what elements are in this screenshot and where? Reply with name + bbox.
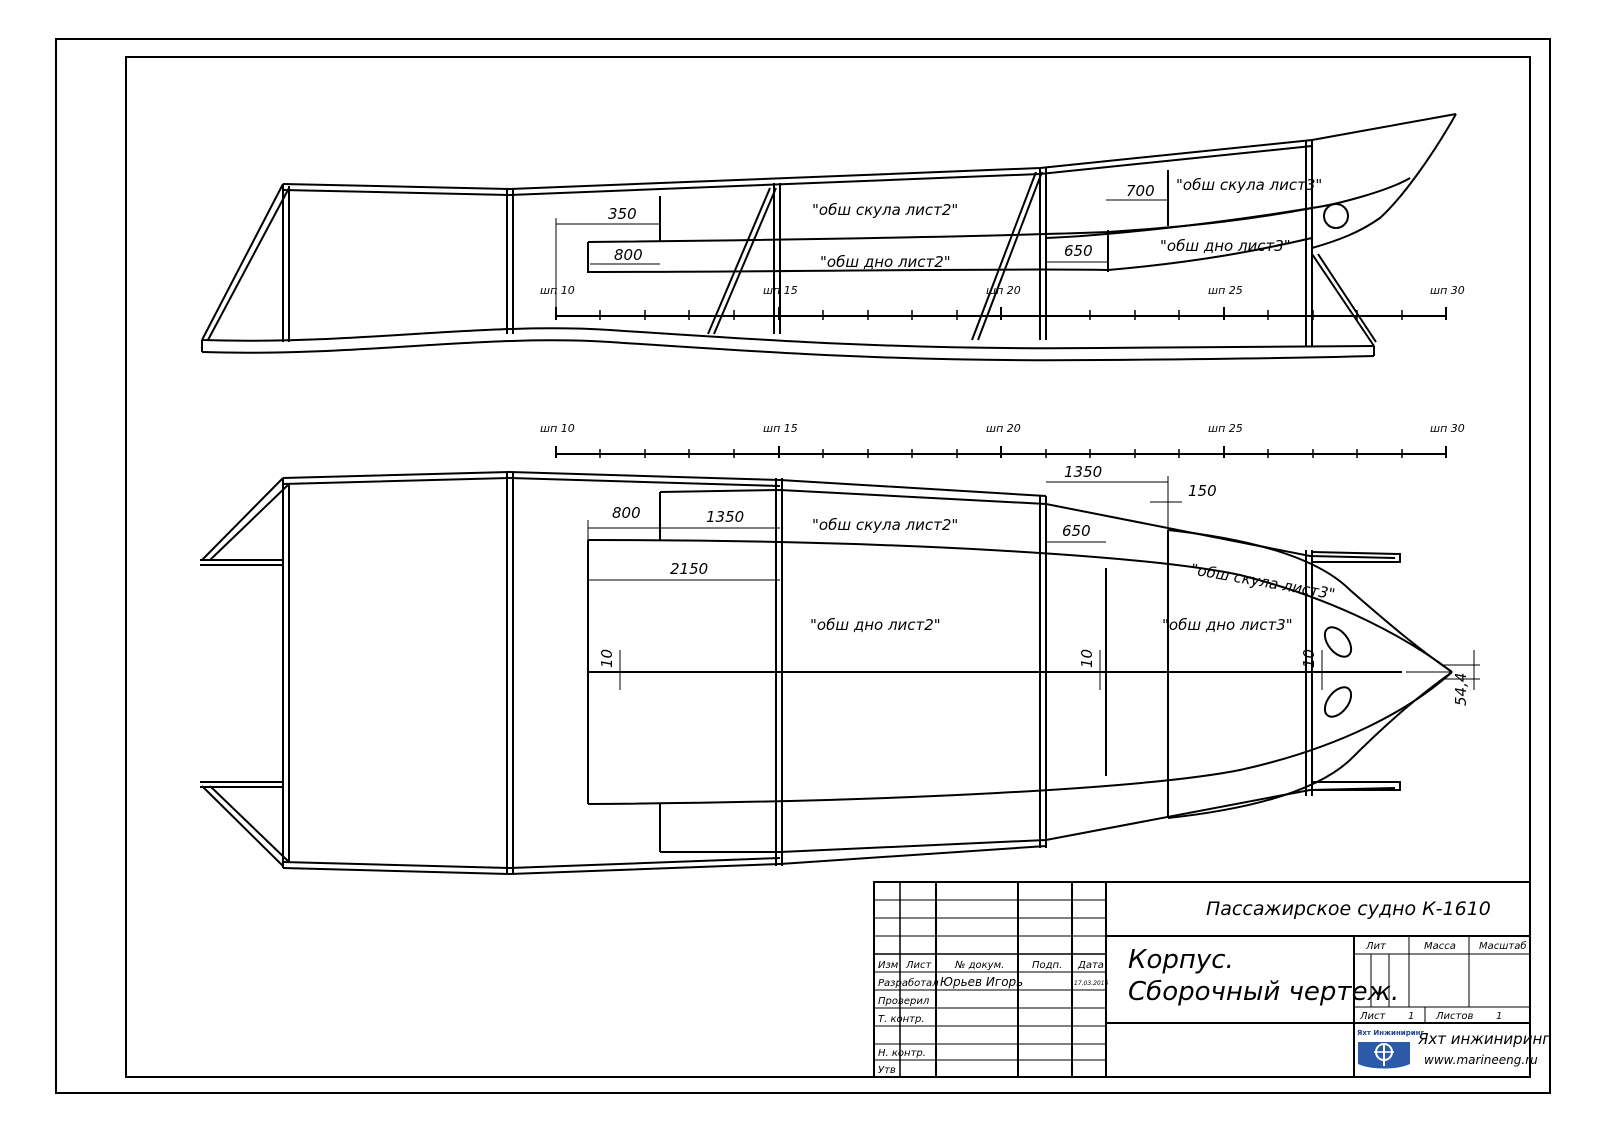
side-station-label: шп 30 (1430, 284, 1465, 297)
plan-view (200, 470, 1480, 876)
side-station-label: шп 10 (540, 284, 575, 297)
drawing-date: 17.03.2016 (1074, 980, 1109, 987)
plan-dim: 10 (1300, 649, 1318, 668)
plan-note: "обш дно лист3" (1162, 616, 1293, 634)
side-dim: 800 (614, 246, 643, 264)
plan-station-scale (555, 446, 1447, 458)
col-header: № докум. (954, 960, 1004, 971)
sheet-value: 1 (1408, 1011, 1414, 1022)
plan-note: "обш дно лист2" (810, 616, 941, 634)
plan-note: "обш скула лист3" (1189, 560, 1336, 603)
plan-dim: 54,4 (1452, 673, 1470, 706)
drawing-title-line1: Корпус. (1128, 945, 1234, 975)
plan-note: "обш скула лист2" (812, 516, 958, 534)
side-dim: 350 (608, 205, 637, 223)
plan-dim: 1350 (1064, 463, 1102, 481)
drawing-title-line2: Сборочный чертеж. (1128, 977, 1399, 1007)
role-label: Н. контр. (878, 1048, 926, 1059)
company-logo (1358, 1042, 1410, 1069)
plan-dim: 150 (1188, 482, 1217, 500)
role-label: Утв (878, 1065, 896, 1076)
scale-label: Масштаб (1479, 940, 1527, 952)
side-station-label: шп 25 (1208, 284, 1243, 297)
side-view (201, 113, 1457, 362)
plan-dim: 10 (598, 649, 616, 668)
col-header: Лист (905, 960, 933, 971)
plan-dim: 10 (1078, 649, 1096, 668)
plan-dim: 1350 (706, 508, 744, 526)
title-block (873, 881, 1531, 1078)
plan-dim: 800 (612, 504, 641, 522)
side-note: "обш скула лист3" (1176, 176, 1322, 194)
title-block-text: Пассажирское судно К-1610 Корпус. Сбороч… (878, 898, 1550, 1076)
project-title: Пассажирское судно К-1610 (1206, 898, 1491, 920)
plan-station-label: шп 15 (763, 422, 798, 435)
developer-name: Юрьев Игорь (940, 975, 1023, 989)
role-label: Разработал (878, 977, 939, 989)
side-dim: 650 (1064, 242, 1093, 260)
side-note: "обш дно лист3" (1160, 237, 1291, 255)
side-station-label: шп 20 (986, 284, 1021, 297)
side-station-label: шп 15 (763, 284, 798, 297)
side-note: "обш дно лист2" (820, 253, 951, 271)
logo-caption: Яхт Инжиниринг (1357, 1029, 1424, 1037)
side-station-scale (555, 307, 1447, 320)
company-website: www.marineeng.ru (1424, 1053, 1538, 1067)
plan-station-label: шп 30 (1430, 422, 1465, 435)
sheets-label: Листов (1435, 1011, 1473, 1022)
plan-station-label: шп 10 (540, 422, 575, 435)
role-label: Проверил (878, 996, 930, 1007)
lit-label: Лит (1365, 941, 1387, 952)
mass-label: Масса (1424, 941, 1456, 952)
plan-station-label: шп 25 (1208, 422, 1243, 435)
side-dim: 700 (1126, 182, 1155, 200)
plan-view-labels: шп 10 шп 15 шп 20 шп 25 шп 30 "обш скула… (540, 422, 1470, 706)
outer-frame (55, 38, 1551, 1094)
col-header: Дата (1077, 960, 1104, 971)
plan-station-label: шп 20 (986, 422, 1021, 435)
inner-frame (125, 56, 1531, 1078)
sheets-value: 1 (1496, 1011, 1502, 1022)
side-note: "обш скула лист2" (812, 201, 958, 219)
side-view-labels: шп 10 шп 15 шп 20 шп 25 шп 30 "обш скула… (540, 176, 1465, 297)
role-label: Т. контр. (878, 1014, 925, 1025)
company-name: Яхт инжиниринг (1417, 1030, 1550, 1048)
plan-dim: 650 (1062, 522, 1091, 540)
sheet-label: Лист (1359, 1011, 1387, 1022)
col-header: Изм (878, 960, 899, 971)
col-header: Подп. (1032, 960, 1062, 971)
plan-dim: 2150 (670, 560, 708, 578)
